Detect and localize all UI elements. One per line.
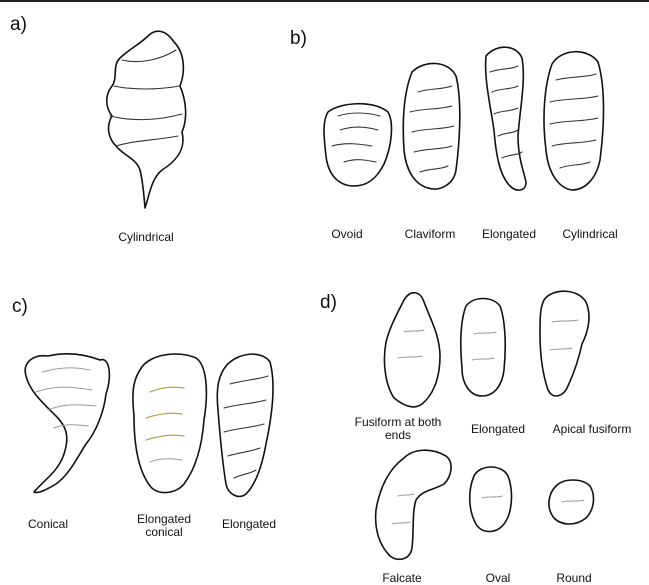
shape-d-oval <box>470 467 512 532</box>
shape-d-round <box>549 480 594 524</box>
shape-c-elongated <box>217 354 273 496</box>
caption-d-apical-fusiform: Apical fusiform <box>542 423 642 436</box>
shape-d-elongated <box>461 299 505 397</box>
panel-label-d: d) <box>320 292 337 314</box>
caption-c-elongated-conical: Elongated conical <box>124 513 204 539</box>
shape-a-cylindrical <box>107 31 186 208</box>
panel-label-b: b) <box>290 28 307 50</box>
shape-b-cylindrical <box>544 52 604 190</box>
caption-d-elongated: Elongated <box>460 423 536 436</box>
caption-a-cylindrical: Cylindrical <box>104 231 188 244</box>
shape-c-conical <box>25 354 109 493</box>
caption-d-falcate: Falcate <box>370 572 434 585</box>
shape-d-fusiform-both-ends <box>384 293 440 407</box>
caption-b-claviform: Claviform <box>390 228 470 241</box>
shape-b-claviform <box>403 63 460 189</box>
shape-b-ovoid <box>324 104 391 186</box>
caption-d-fusiform-both-ends: Fusiform at both ends <box>348 416 448 442</box>
caption-b-cylindrical: Cylindrical <box>550 228 630 241</box>
panel-label-c: c) <box>12 296 28 318</box>
caption-b-ovoid: Ovoid <box>322 228 372 241</box>
caption-d-round: Round <box>544 572 604 585</box>
caption-b-elongated: Elongated <box>472 228 546 241</box>
shape-b-elongated <box>486 47 526 190</box>
caption-d-oval: Oval <box>470 572 526 585</box>
panel-label-a: a) <box>10 14 27 36</box>
shape-d-apical-fusiform <box>540 291 589 396</box>
shape-d-falcate <box>376 450 451 559</box>
shape-c-elongated-conical <box>133 354 207 493</box>
caption-c-elongated: Elongated <box>212 518 286 531</box>
caption-c-conical: Conical <box>18 518 78 531</box>
